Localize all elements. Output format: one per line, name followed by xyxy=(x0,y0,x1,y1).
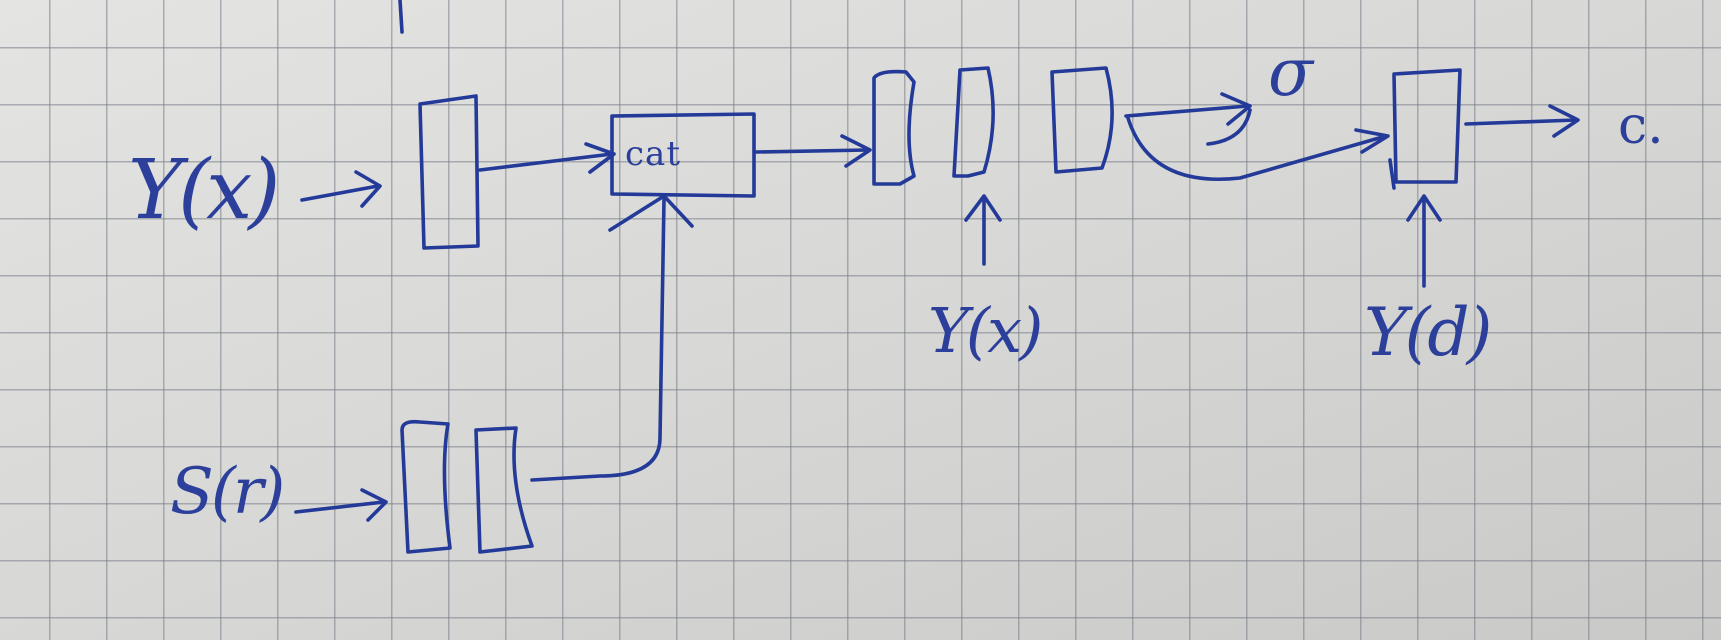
arrowhead-curve-to-box xyxy=(1354,128,1390,154)
box-encoder-y xyxy=(418,94,480,250)
box-output xyxy=(1392,68,1462,184)
arrowhead-mid-y-up xyxy=(964,194,1002,222)
cat-label: cat xyxy=(625,134,681,174)
input-y-label: Y(x) xyxy=(128,143,280,238)
arrow-cat-to-stack xyxy=(754,148,870,154)
cat-box xyxy=(610,112,756,198)
line-s-to-cat xyxy=(530,198,666,482)
arrow-box-to-output xyxy=(1464,118,1578,126)
box-encoder-s-2 xyxy=(474,426,534,554)
box-output-tick xyxy=(1388,158,1396,190)
arrowhead-box-to-output xyxy=(1548,104,1580,138)
stack-box-3 xyxy=(1050,66,1114,174)
sigma-label: σ xyxy=(1268,34,1314,111)
arrow-to-sigma xyxy=(1124,104,1250,118)
arrow-sigma-curve xyxy=(1206,108,1252,146)
output-label: c. xyxy=(1618,96,1664,156)
right-y-label: Y(d) xyxy=(1364,294,1492,371)
arrowhead-box-to-cat xyxy=(584,142,616,174)
arrowhead-sr-to-boxes xyxy=(360,488,388,522)
stack-box-2 xyxy=(952,66,995,178)
arrowhead-cat-to-stack xyxy=(840,134,872,168)
box-encoder-s-1 xyxy=(400,419,452,554)
arrowhead-s-to-cat xyxy=(608,194,694,232)
arrowhead-yx-to-box xyxy=(354,170,382,208)
arrowhead-to-sigma xyxy=(1220,92,1252,126)
arrow-yx-to-box xyxy=(300,184,380,202)
mid-y-label: Y(x) xyxy=(928,294,1043,367)
arrowhead-right-y-up xyxy=(1406,194,1442,222)
arrow-sr-to-boxes xyxy=(294,500,386,514)
stack-box-1 xyxy=(872,69,916,186)
top-mark xyxy=(398,0,404,34)
arrow-box-to-cat xyxy=(478,152,614,172)
input-s-label: S(r) xyxy=(170,455,285,529)
curve-stack-to-box xyxy=(1126,116,1388,181)
